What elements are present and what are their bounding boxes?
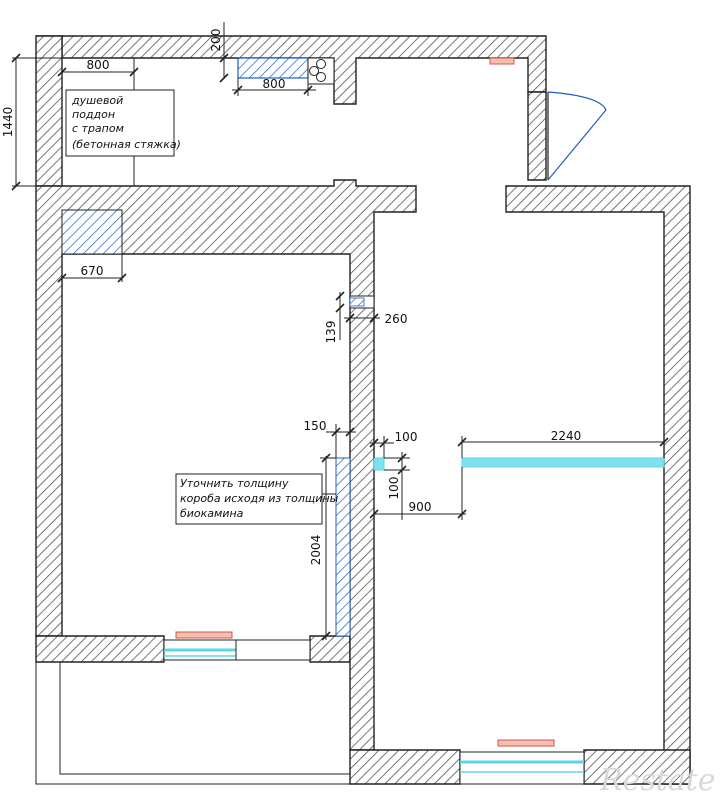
dim-shaft-width: 670 [81,264,104,278]
dim-niche-depth: 139 [324,321,338,344]
shower-note-line: поддон [72,108,115,121]
wall-bottom-left [35,635,165,663]
burner-icon [309,66,319,76]
balcony-door [235,639,311,661]
dim-shower-width: 800 [87,58,110,72]
box-note-line: биокамина [180,507,244,520]
shower-note-line: с трапом [72,122,124,135]
dimension-labels: 800 1440 200 800 670 260 139 150 100 100… [1,29,581,566]
dim-partition-100-h: 100 [387,477,401,500]
wall-bottom-right [349,749,461,785]
wall-right [505,185,691,785]
wall-center-partition [349,305,375,751]
wall-right-entrance [527,91,547,181]
dim-box-height: 2004 [309,535,323,566]
dim-shower-depth: 1440 [1,107,15,138]
glass-partition [461,457,665,468]
fixtures [133,57,665,785]
ventilation-shaft [61,209,123,255]
dim-niche-width: 260 [385,312,408,326]
dim-window-2240: 2240 [551,429,582,443]
burner-icon [316,59,326,69]
window-right [459,751,585,785]
kitchen-counter [237,57,309,79]
dimension-lines [11,22,669,641]
box-note: Уточнить толщину короба исходя из толщин… [180,477,339,520]
dim-kitchen-setback: 200 [209,29,223,52]
shower-note-box [65,89,175,157]
radiator-room-left [175,631,233,639]
box-note-box [175,473,323,525]
window-left [163,639,237,661]
box-note-line: Уточнить толщину [180,477,289,490]
watermark-logo: Restate [599,763,716,798]
entrance-door [547,91,607,181]
burner-icon [316,72,326,82]
balcony-outline [35,662,350,785]
radiator-kitchen [489,57,515,65]
shower-note-line: (бетонная стяжка) [72,138,181,151]
dim-partition-100-w: 100 [395,430,418,444]
fireplace-box [335,457,351,637]
small-post [373,457,385,471]
stove [307,57,335,85]
dim-partition-150: 150 [304,419,327,433]
dim-opening-900: 900 [409,500,432,514]
shower-note-line: душевой [71,94,123,107]
dim-counter-width: 800 [263,77,286,91]
box-note-line: короба исходя из толщины [180,492,339,505]
walls [35,35,691,785]
shower-note: душевой поддон с трапом (бетонная стяжка… [71,94,181,151]
wall-bottom-mid [309,635,351,663]
radiator-room-right [497,739,555,747]
